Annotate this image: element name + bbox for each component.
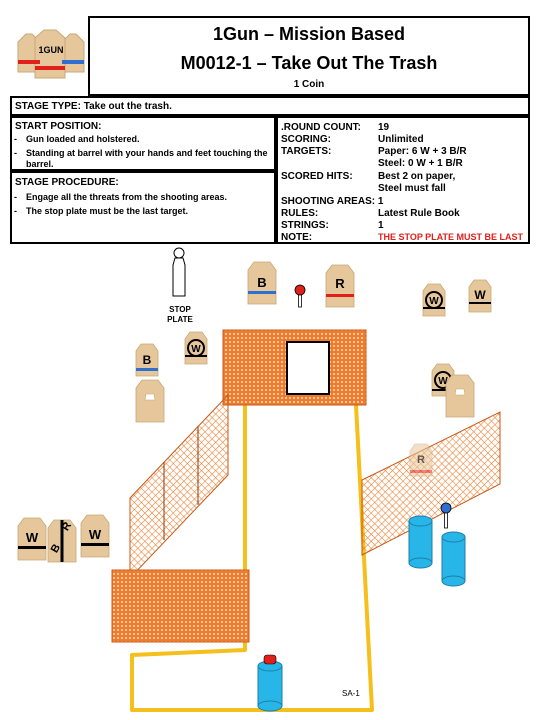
stage-type: STAGE TYPE: Take out the trash. [15,101,172,112]
wall-window [286,341,330,395]
note-value: THE STOP PLATE MUST BE LAST [378,232,524,242]
list-item: Gun loaded and holstered. [12,134,274,145]
list-item: Standing at barrel with your hands and f… [12,148,274,170]
targets-paper: Paper: 6 W + 3 B/R [378,146,467,157]
barrel-right-front [441,531,466,587]
letter-w-lower-left: W [26,530,39,545]
left-wall [129,393,229,580]
letter-r-top: R [335,276,345,291]
target-r-top [325,264,355,308]
letter-w-noshoot-left: W [191,344,201,355]
target-plain-right [445,374,475,418]
letter-w-noshoot-right: W [438,376,448,387]
course-boundary [130,404,374,712]
stop-label-line2: PLATE [167,315,193,324]
letter-b-left: B [143,353,152,367]
header-box: 1Gun – Mission Based M0012-1 – Take Out … [88,16,530,96]
barrel-right-back [408,515,433,569]
stage-procedure-list: Engage all the threats from the shooting… [12,192,274,220]
stage-procedure-heading: STAGE PROCEDURE: [15,177,119,188]
popper-red [294,284,306,308]
start-position-list: Gun loaded and holstered. Standing at ba… [12,134,274,173]
letter-r-behind-wall: R [417,454,425,466]
targets-label: TARGETS: [281,146,332,157]
note-label: NOTE: [281,232,313,243]
letter-w-lower-right: W [89,527,102,542]
scored-hits-line1: Best 2 on paper, [378,171,456,182]
target-noshoot-top-right: W [422,283,446,317]
logo-text: 1GUN [38,45,64,55]
scoring-label: SCORING: [281,134,331,145]
target-noshoot-left [184,331,208,365]
scoring-value: Unlimited [378,134,424,145]
shooting-area-label: SA-1 [342,689,360,698]
scored-hits-label: SCORED HITS: [281,171,353,182]
details-box: .ROUND COUNT: 19 SCORING: Unlimited TARG… [276,116,530,244]
list-item: The stop plate must be the last target. [12,206,274,217]
stage-type-box: STAGE TYPE: Take out the trash. [10,96,530,116]
round-count-value: 19 [378,122,390,133]
svg-text:W: W [429,296,439,307]
target-br-lower-left [47,519,77,563]
target-plain-left [135,379,165,423]
strings-label: STRINGS: [281,220,329,231]
scored-hits-line2: Steel must fall [378,183,446,194]
title-line2: M0012-1 – Take Out The Trash [180,53,438,73]
start-position-heading: START POSITION: [15,121,102,132]
target-w-top-right [468,279,492,313]
stop-plate-icon [172,247,186,297]
rules-label: RULES: [281,208,319,219]
target-r-behind-wall [409,443,433,477]
target-w-lower-right [80,514,110,558]
title-line1: 1Gun – Mission Based [212,24,406,44]
list-item: Engage all the threats from the shooting… [12,192,274,203]
rules-value: Latest Rule Book [378,208,460,219]
front-wall [111,569,250,643]
letter-w-top-right: W [474,288,486,302]
target-w-lower-left [17,517,47,561]
targets-steel: Steel: 0 W + 1 B/R [378,158,463,169]
round-count-label: .ROUND COUNT: [281,122,361,133]
shooting-areas-label: SHOOTING AREAS: 1 [281,196,384,207]
title-coin: 1 Coin [293,79,325,90]
start-position-box: START POSITION: Gun loaded and holstered… [10,116,276,171]
right-wall [361,411,501,556]
stop-label-line1: STOP [169,305,191,314]
target-b-top [247,261,277,305]
target-b-left [135,343,159,377]
start-barrel [257,654,283,712]
strings-value: 1 [378,220,384,231]
stage-procedure-box: STAGE PROCEDURE: Engage all the threats … [10,171,276,244]
stop-plate-label: STOP PLATE [160,305,200,325]
letter-b-top: B [257,275,266,290]
popper-blue [440,502,452,529]
